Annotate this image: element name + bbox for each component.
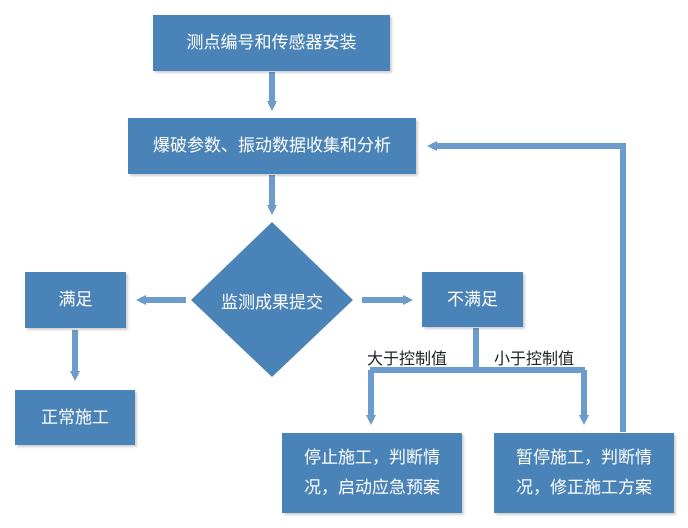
edge-label-less-than-control: 小于控制值 (494, 349, 575, 368)
data-analysis-label: 爆破参数、振动数据收集和分析 (153, 136, 391, 156)
stop-construction-label: 停止施工，判断情况，启动应急预案 (304, 448, 440, 498)
submit-results-label: 监测成果提交 (221, 292, 323, 313)
submit-results-label-wrap: 监测成果提交 (196, 284, 348, 316)
not-satisfied-node: 不满足 (422, 272, 523, 327)
satisfied-label: 满足 (58, 290, 93, 310)
normal-construction-node: 正常施工 (15, 390, 135, 445)
pause-construction-label: 暂停施工，判断情况，修正施工方案 (516, 448, 652, 498)
edge-label-greater-than-control: 大于控制值 (367, 349, 448, 368)
sensor-install-node: 测点编号和传感器安装 (153, 15, 390, 71)
arrow-pause-feedback (427, 141, 626, 432)
not-satisfied-label: 不满足 (447, 289, 498, 310)
normal-construction-label: 正常施工 (41, 407, 109, 428)
data-analysis-node: 爆破参数、振动数据收集和分析 (128, 118, 416, 174)
pause-construction-node: 暂停施工，判断情况，修正施工方案 (494, 433, 674, 513)
stop-construction-node: 停止施工，判断情况，启动应急预案 (282, 433, 462, 513)
sensor-install-label: 测点编号和传感器安装 (186, 33, 357, 53)
decision-diamond (191, 222, 353, 377)
satisfied-node: 满足 (25, 272, 126, 328)
